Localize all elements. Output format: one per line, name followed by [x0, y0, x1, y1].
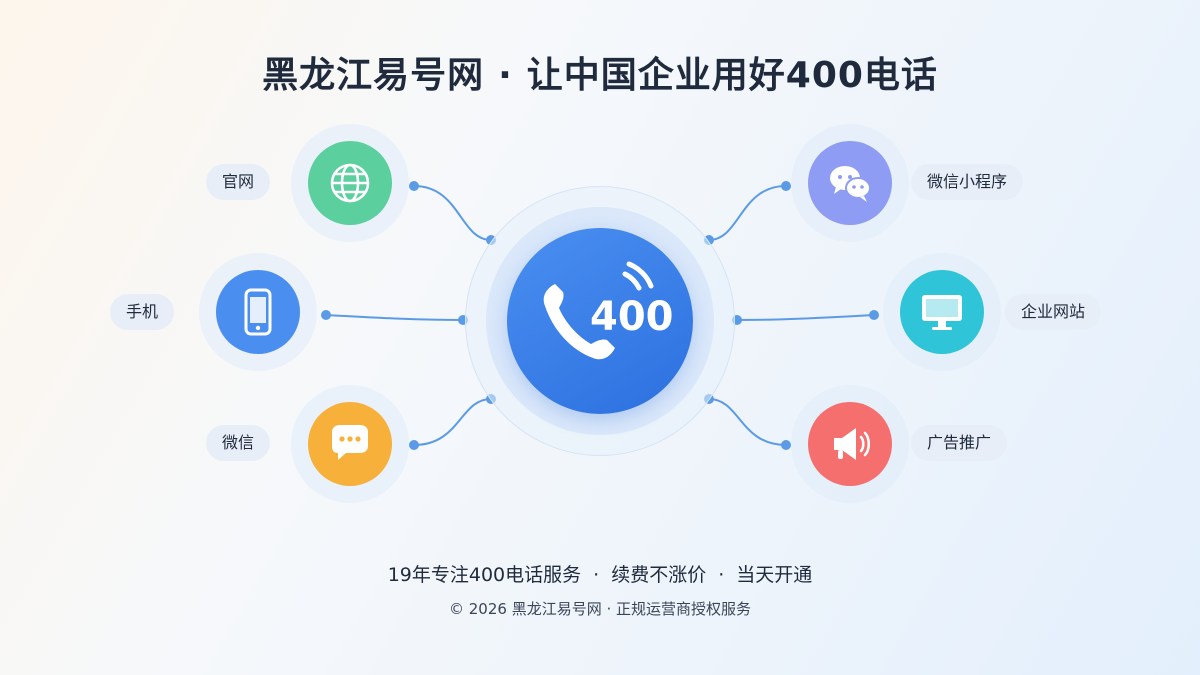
connector-guanggao — [708, 398, 787, 446]
title-brand: 黑龙江易号网 — [262, 55, 485, 96]
tag-renewal: 续费不涨价 — [611, 564, 707, 586]
chat-bubble-icon — [332, 425, 368, 460]
tag-years: 19年专注400电话服务 — [387, 564, 582, 586]
connector-dot — [321, 310, 331, 320]
node-guanwang[interactable] — [308, 141, 392, 225]
tag-sameday: 当天开通 — [736, 564, 813, 586]
hub-400 — [507, 228, 693, 414]
pill-xiaochengxu: 微信小程序 — [911, 164, 1024, 200]
globe-icon — [330, 163, 370, 203]
connector-qiyewangzhan — [736, 314, 875, 321]
megaphone-icon — [834, 428, 871, 460]
hub-label: 400 — [590, 294, 674, 340]
connector-shouji — [325, 314, 464, 321]
connector-dot — [869, 310, 879, 320]
copyright-text: © 2026 黑龙江易号网 · 正规运营商授权服务 — [448, 600, 752, 618]
phone-icon — [543, 261, 654, 360]
pill-guanggao: 广告推广 — [911, 425, 1008, 461]
wechat-icon — [830, 166, 871, 202]
tag-separator: · — [593, 564, 600, 586]
pill-weixin: 微信 — [206, 425, 271, 461]
connector-xiaochengxu — [708, 185, 787, 241]
pill-shouji: 手机 — [110, 294, 175, 330]
pill-qiyewangzhan: 企业网站 — [1005, 294, 1102, 330]
tag-separator: · — [718, 564, 725, 586]
title-separator: · — [498, 55, 513, 96]
node-shouji[interactable] — [216, 270, 300, 354]
connector-dot — [781, 440, 791, 450]
connector-weixin — [413, 398, 492, 446]
connector-guanwang — [413, 185, 492, 241]
node-guanggao[interactable] — [808, 402, 892, 486]
smartphone-icon — [244, 288, 272, 336]
title-slogan: 让中国企业用好400电话 — [526, 55, 938, 96]
monitor-icon — [922, 295, 962, 330]
node-xiaochengxu[interactable] — [808, 141, 892, 225]
node-weixin[interactable] — [308, 402, 392, 486]
node-qiyewangzhan[interactable] — [900, 270, 984, 354]
footer-tagline: 19年专注400电话服务 · 续费不涨价 · 当天开通 — [0, 560, 1200, 587]
connector-dot — [781, 181, 791, 191]
connector-dot — [409, 440, 419, 450]
pill-guanwang: 官网 — [206, 164, 271, 200]
connector-dot — [409, 181, 419, 191]
page-title: 黑龙江易号网 · 让中国企业用好400电话 — [0, 46, 1200, 98]
